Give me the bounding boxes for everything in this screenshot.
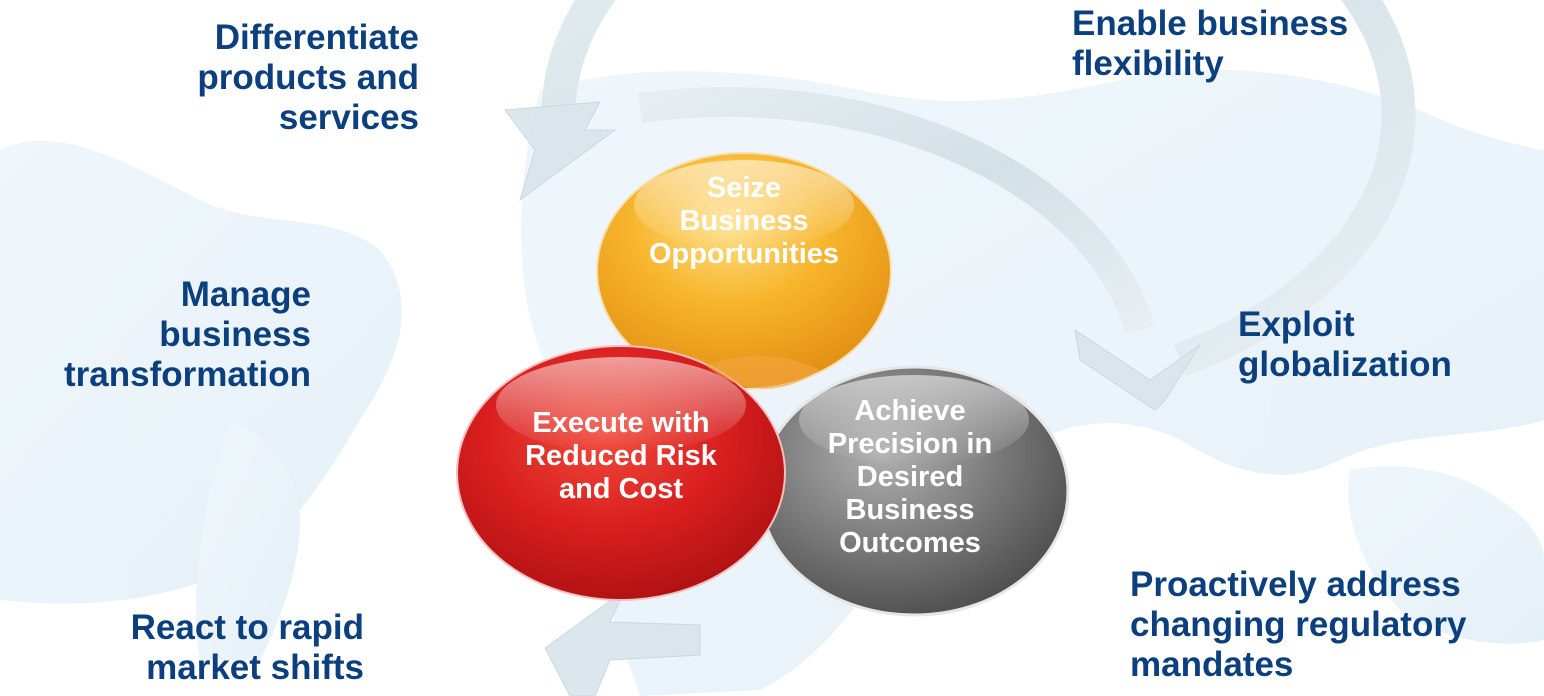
label-exploit-line2: globalization [1238, 345, 1452, 384]
label-react-line2: market shifts [146, 648, 364, 687]
label-proactively-line2: changing regulatory [1130, 605, 1467, 644]
cycle-arrows [504, 0, 1416, 696]
circle-execute-line2: Reduced Risk [525, 440, 717, 472]
circle-achieve-text: Achieve Precision in Desired Business Ou… [810, 395, 1010, 560]
circle-execute-line3: and Cost [558, 473, 684, 505]
label-differentiate-line3: services [278, 98, 419, 137]
label-manage: Manage business transformation [64, 275, 311, 395]
label-exploit-line1: Exploit [1238, 305, 1355, 344]
circle-achieve-line5: Outcomes [839, 527, 981, 559]
circle-seize [596, 152, 892, 390]
circle-achieve [758, 365, 1070, 617]
label-differentiate-line1: Differentiate [214, 18, 419, 57]
circle-seize-line3: Opportunities [648, 238, 840, 270]
label-react: React to rapid market shifts [131, 608, 364, 688]
circle-achieve-line1: Achieve [854, 395, 966, 427]
label-enable: Enable business flexibility [1072, 4, 1348, 84]
label-differentiate-line2: products and [197, 58, 419, 97]
label-enable-line2: flexibility [1072, 44, 1224, 83]
label-differentiate: Differentiate products and services [197, 18, 419, 138]
label-manage-line2: business [159, 315, 311, 354]
label-manage-line1: Manage [180, 275, 311, 314]
label-manage-line3: transformation [64, 355, 311, 394]
circle-seize-line2: Business [679, 205, 809, 237]
label-proactively-line3: mandates [1130, 645, 1294, 684]
circle-seize-line1: Seize [706, 172, 782, 204]
circle-execute-text: Execute with Reduced Risk and Cost [511, 407, 731, 506]
circle-achieve-line2: Precision in [827, 428, 993, 460]
circle-achieve-line4: Business [845, 494, 975, 526]
circle-execute-line1: Execute with [532, 407, 710, 439]
label-proactively-line1: Proactively address [1130, 565, 1461, 604]
label-exploit: Exploit globalization [1238, 305, 1452, 385]
label-proactively: Proactively address changing regulatory … [1130, 565, 1466, 685]
circle-seize-text: Seize Business Opportunities [644, 172, 844, 271]
label-enable-line1: Enable business [1072, 4, 1349, 43]
circle-execute [456, 345, 786, 601]
label-react-line1: React to rapid [130, 608, 364, 647]
circle-achieve-line3: Desired [856, 461, 964, 493]
